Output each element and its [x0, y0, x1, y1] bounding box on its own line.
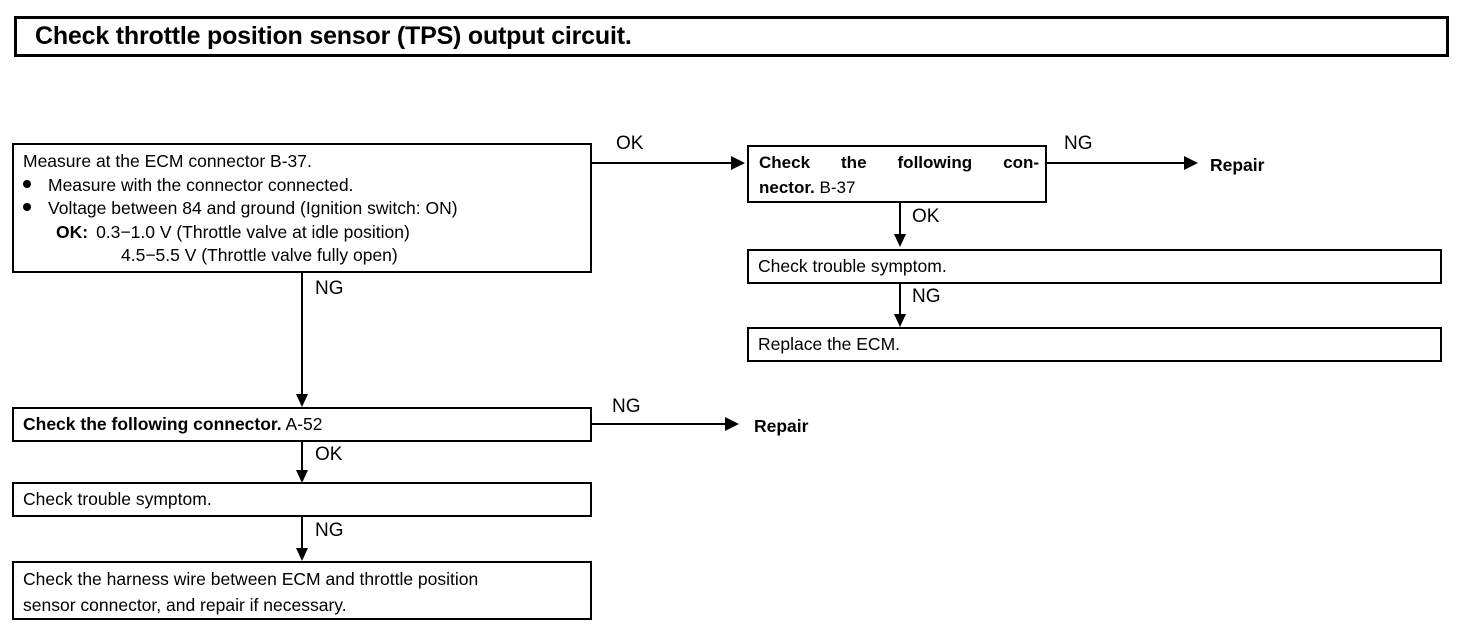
edge-label-trouble-to-harness: NG	[315, 520, 344, 541]
connector-a52-text: Check the following connector. A-52	[23, 413, 323, 434]
harness-text: Check the harness wire between ECM and t…	[23, 566, 584, 618]
terminal-repair-mid: Repair	[754, 416, 809, 436]
node-replace-ecm: Replace the ECM.	[747, 327, 1442, 362]
node-measure-content: Measure at the ECM connector B-37. Measu…	[23, 150, 586, 268]
node-check-harness-wire: Check the harness wire between ECM and t…	[12, 561, 592, 620]
node-check-connector-b37-content: Check the following con- nector. B-37	[759, 150, 1039, 200]
edge-label-b37-to-repair: NG	[1064, 133, 1093, 154]
measure-ok-label: OK:	[56, 221, 89, 242]
edge-trouble-to-harness-line	[301, 517, 303, 553]
edge-label-a52-to-repair: NG	[612, 396, 641, 417]
edge-label-a52-to-trouble: OK	[315, 444, 343, 465]
edge-b37-to-trouble-line	[899, 203, 901, 237]
measure-bullet-1: Measure with the connector connected.	[23, 174, 586, 198]
edge-trouble-to-replace-arrowhead	[894, 314, 906, 327]
harness-line-1: Check the harness wire between ECM and t…	[23, 569, 479, 589]
page-title: Check throttle position sensor (TPS) out…	[35, 21, 632, 50]
connector-a52-label: Check the following connector.	[23, 413, 282, 434]
terminal-repair-top: Repair	[1210, 155, 1265, 175]
harness-line-2: sensor connector, and repair if necessar…	[23, 595, 347, 615]
edge-b37-to-repair-line	[1047, 162, 1186, 164]
measure-bullet-1-text: Measure with the connector connected.	[48, 174, 354, 195]
edge-label-b37-to-trouble: OK	[912, 206, 940, 227]
edge-measure-to-a52-arrowhead	[296, 394, 308, 407]
edge-label-measure-to-a52: NG	[315, 278, 344, 299]
connector-a52-id: A-52	[285, 413, 323, 434]
bullet-dot-icon	[23, 203, 31, 211]
node-check-trouble-symptom-right: Check trouble symptom.	[747, 249, 1442, 284]
edge-a52-to-repair-arrowhead	[725, 417, 739, 431]
measure-bullet-2-text: Voltage between 84 and ground (Ignition …	[48, 198, 458, 218]
edge-trouble-to-harness-arrowhead	[296, 548, 308, 561]
edge-measure-to-a52-line	[301, 273, 303, 398]
node-check-connector-b37: Check the following con- nector. B-37	[747, 145, 1047, 203]
edge-a52-to-trouble-line	[301, 442, 303, 474]
edge-measure-to-b37-line	[592, 162, 733, 164]
header-box: Check throttle position sensor (TPS) out…	[14, 16, 1449, 57]
trouble-right-text: Check trouble symptom.	[758, 255, 947, 276]
bullet-dot-icon	[23, 179, 31, 188]
measure-ok-row-1: OK: 0.3−1.0 V (Throttle valve at idle pos…	[23, 221, 586, 245]
measure-bullet-2: Voltage between 84 and ground (Ignition …	[23, 197, 586, 221]
connector-b37-line-1: Check the following con-	[759, 153, 1039, 172]
measure-ok-value-2: 4.5−5.5 V (Throttle valve fully open)	[121, 245, 398, 265]
replace-ecm-text: Replace the ECM.	[758, 333, 901, 354]
node-check-connector-a52: Check the following connector. A-52	[12, 407, 592, 442]
connector-b37-line-2: nector. B-37	[759, 175, 1039, 200]
edge-a52-to-trouble-arrowhead	[296, 470, 308, 483]
edge-label-measure-to-b37: OK	[616, 133, 644, 154]
edge-b37-to-repair-arrowhead	[1184, 156, 1198, 170]
edge-a52-to-repair-line	[592, 423, 727, 425]
edge-label-trouble-to-replace: NG	[912, 286, 941, 307]
measure-ok-value-1: 0.3−1.0 V (Throttle valve at idle positi…	[96, 221, 410, 242]
node-check-trouble-symptom-left: Check trouble symptom.	[12, 482, 592, 517]
edge-trouble-to-replace-line	[899, 284, 901, 319]
connector-b37-line-2-bold: nector.	[759, 178, 815, 197]
edge-measure-to-b37-arrowhead	[731, 156, 745, 170]
node-measure-ecm-connector: Measure at the ECM connector B-37. Measu…	[12, 143, 592, 273]
trouble-left-text: Check trouble symptom.	[23, 488, 212, 509]
measure-ok-row-2: 4.5−5.5 V (Throttle valve fully open)	[23, 244, 586, 268]
connector-b37-id: B-37	[819, 178, 856, 197]
measure-line-1: Measure at the ECM connector B-37.	[23, 151, 312, 171]
edge-b37-to-trouble-arrowhead	[894, 234, 906, 247]
